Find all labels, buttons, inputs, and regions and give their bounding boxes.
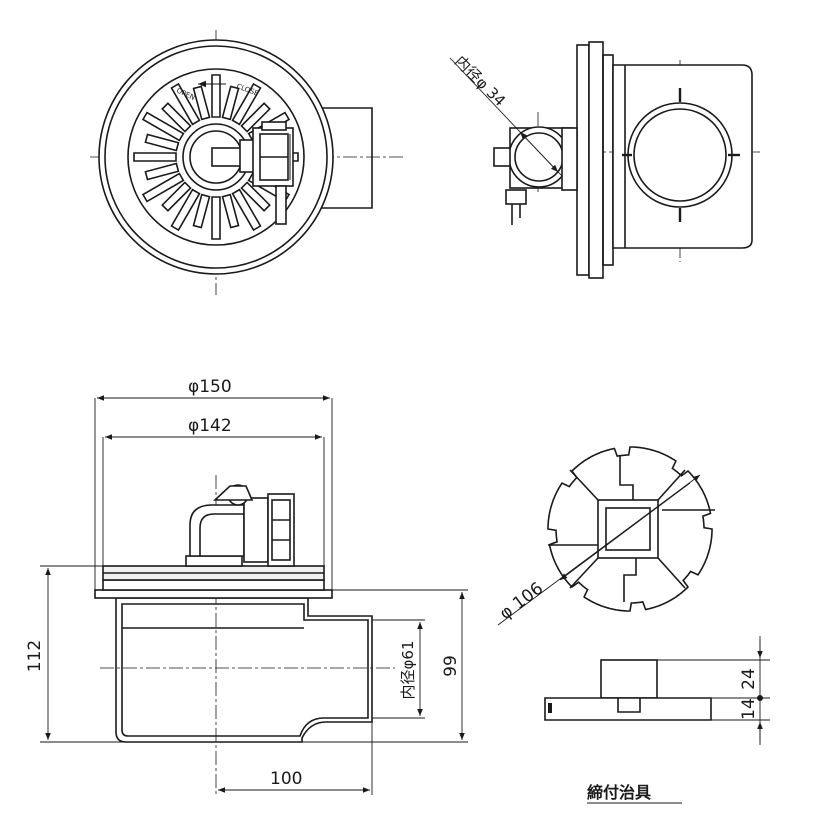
strainer-spoke — [221, 193, 240, 229]
strainer-spoke — [141, 111, 185, 142]
strainer-spoke — [231, 188, 262, 232]
strainer-spoke — [231, 82, 262, 126]
height-99-label: 99 — [441, 655, 461, 677]
height-112-label: 112 — [25, 640, 45, 672]
tool-top-view: φ 106 — [496, 446, 715, 626]
tool-title: 締付治具 — [587, 783, 651, 802]
strainer-spoke — [170, 82, 201, 126]
strainer-spoke — [192, 85, 211, 121]
strainer-spoke — [141, 172, 185, 203]
inner-diameter-34-label: 内径φ 34 — [451, 52, 509, 110]
inner-diameter-61-label: 内径φ61 — [399, 641, 417, 700]
strainer-spoke — [161, 181, 192, 212]
strainer-spoke — [240, 102, 271, 133]
top-view: OPEN CLOSE — [90, 30, 405, 295]
diameter-142-label: φ142 — [188, 416, 232, 436]
strainer-spoke — [144, 162, 180, 181]
side-view: 内径φ 34 — [449, 41, 760, 279]
diameter-106-label: φ 106 — [496, 578, 547, 624]
strainer-spoke — [211, 74, 221, 118]
strainer-spoke — [133, 152, 177, 162]
height-14-label: 14 — [739, 698, 759, 720]
front-view: φ150 φ142 112 99 内径φ61 100 — [25, 377, 468, 795]
strainer-spoke — [240, 181, 271, 212]
tool-side-view: 14 24 締付治具 — [544, 636, 770, 804]
height-24-label: 24 — [739, 668, 759, 690]
diameter-150-label: φ150 — [188, 377, 232, 397]
strainer-spoke — [144, 133, 180, 152]
strainer-spoke — [211, 196, 221, 240]
width-100-label: 100 — [270, 769, 302, 789]
strainer-spoke — [221, 85, 240, 121]
strainer-spoke — [161, 102, 192, 133]
strainer-spoke — [192, 193, 211, 229]
strainer-spoke — [170, 188, 201, 232]
